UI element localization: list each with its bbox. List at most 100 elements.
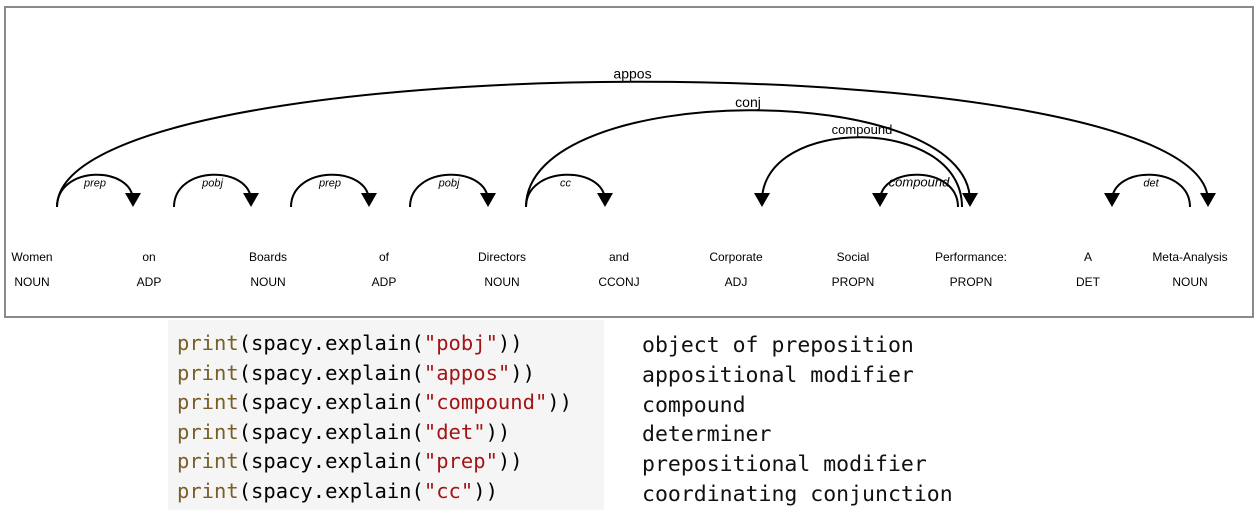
token-pos-tag: DET [1076, 275, 1101, 289]
code-line: print(spacy.explain("cc")) [177, 477, 604, 507]
dependency-parse-diagram: WomenNOUNonADPBoardsNOUNofADPDirectorsNO… [11, 66, 1227, 290]
output-line: object of preposition [642, 333, 914, 358]
arrowhead [872, 193, 888, 207]
arc-line [173, 173, 252, 208]
dependency-arc-compound: compound [754, 122, 963, 208]
arc-label: det [1143, 178, 1159, 190]
arc-line [525, 173, 606, 208]
token-word: A [1084, 250, 1092, 264]
code-line: print(spacy.explain("appos")) [177, 359, 604, 389]
token-word: Social [837, 250, 870, 264]
token-word: Women [11, 250, 52, 264]
output-line: compound [642, 392, 746, 418]
arrowhead [480, 193, 496, 207]
arc-line [761, 136, 963, 208]
arc-line [56, 80, 1209, 208]
code-call: (spacy.explain( [238, 360, 424, 385]
arrowhead [597, 193, 613, 207]
code-line: print(spacy.explain("compound")) [177, 388, 604, 418]
token-word: Corporate [709, 250, 763, 264]
arc-line [1111, 173, 1191, 208]
code-cell: print(spacy.explain("pobj"))print(spacy.… [168, 320, 604, 510]
output-line: determiner [642, 422, 772, 448]
dependency-arc-cc: cc [525, 173, 613, 208]
code-string: "pobj" [423, 331, 498, 355]
dependency-arc-pobj: pobj [409, 173, 496, 208]
arc-line [56, 173, 134, 208]
arc-line [409, 173, 489, 208]
token: A DET [1076, 250, 1101, 289]
token-pos-tag: NOUN [484, 275, 519, 289]
output-line: coordinating conjunction [642, 481, 953, 507]
dependency-arc-prep: prep [290, 173, 377, 208]
code-fn: print [177, 331, 239, 355]
arrowhead [1104, 193, 1120, 207]
arc-label: pobj [438, 178, 460, 190]
code-call: (spacy.explain( [238, 419, 424, 444]
code-close: )) [510, 360, 535, 385]
token-pos-tag: NOUN [1172, 275, 1207, 289]
arrowhead [754, 193, 770, 207]
output-cell: object of preposition appositional modifi… [642, 331, 953, 510]
dependency-arc-det: det [1104, 173, 1191, 208]
code-call: (spacy.explain( [238, 331, 424, 355]
output-line: appositional modifier [642, 362, 914, 388]
code-close: )) [497, 331, 523, 355]
token-pos-tag: NOUN [14, 275, 49, 289]
token-word: Meta-Analysis [1152, 250, 1227, 264]
dependency-arc-pobj: pobj [173, 173, 259, 208]
code-string: "prep" [423, 449, 498, 473]
arc-label: cc [560, 178, 572, 190]
token-word: and [609, 250, 629, 264]
code-fn: print [177, 478, 239, 503]
dependency-parse-panel [4, 6, 1254, 318]
code-close: )) [547, 390, 572, 414]
code-string: "det" [423, 419, 486, 444]
token-pos-tag: PROPN [950, 275, 993, 289]
code-line: print(spacy.explain("det")) [177, 418, 604, 448]
arc-line [525, 109, 971, 208]
token-pos-tag: ADP [137, 275, 162, 289]
code-line: print(spacy.explain("prep")) [177, 447, 604, 477]
arc-label: prep [83, 178, 106, 190]
code-fn: print [177, 390, 239, 414]
token-word: Boards [249, 250, 287, 264]
token-word: Performance: [935, 250, 1007, 264]
arc-label: compound [832, 122, 893, 137]
arc-line [290, 173, 370, 208]
token-pos-tag: PROPN [832, 275, 875, 289]
token-word: of [379, 250, 390, 264]
dependency-arc-conj: conj [525, 94, 978, 208]
token-pos-tag: ADP [372, 275, 397, 289]
arrowhead [962, 193, 978, 207]
token: Performance: PROPN [935, 250, 1007, 289]
code-call: (spacy.explain( [238, 449, 424, 473]
token-pos-tag: CCONJ [598, 275, 639, 289]
arrowhead [125, 193, 141, 207]
code-string: "compound" [423, 390, 548, 414]
arc-label: prep [318, 178, 341, 190]
arrowhead [1200, 193, 1216, 207]
token-pos-tag: ADJ [725, 275, 748, 289]
arc-label: appos [613, 66, 651, 82]
code-close: )) [497, 449, 523, 473]
code-call: (spacy.explain( [238, 390, 424, 414]
dependency-arc-compound: compound [872, 173, 959, 208]
output-line: prepositional modifier [642, 452, 927, 478]
code-fn: print [177, 419, 239, 444]
code-call: (spacy.explain( [238, 478, 424, 503]
code-close: )) [485, 419, 511, 444]
dependency-arc-prep: prep [56, 173, 141, 208]
arc-label: pobj [201, 178, 223, 190]
token-word: on [142, 250, 155, 264]
dependency-arc-appos: appos [56, 66, 1216, 208]
code-fn: print [177, 449, 239, 473]
arrowhead [361, 193, 377, 207]
